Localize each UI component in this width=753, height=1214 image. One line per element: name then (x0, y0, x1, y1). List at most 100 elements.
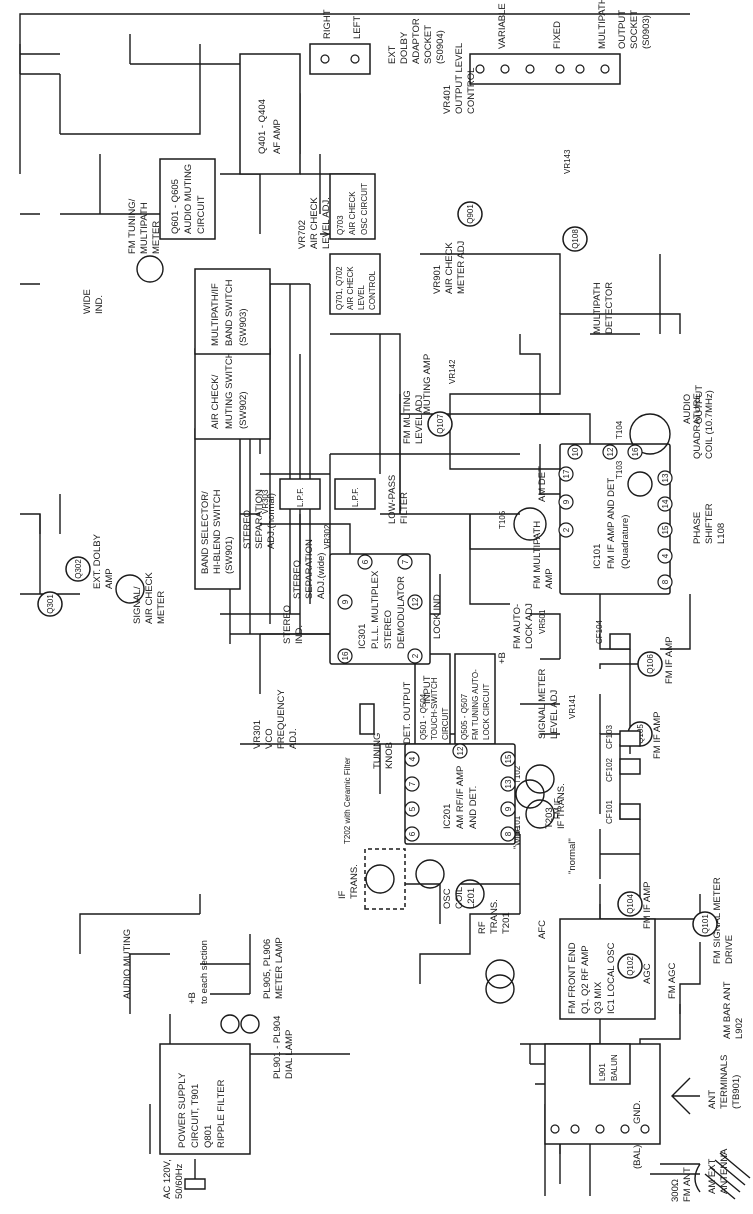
ac-input-1: 50/60Hz (174, 1163, 185, 1199)
tuning-knob-icon[interactable] (359, 703, 375, 735)
rf-trans-2: T201 (501, 912, 512, 934)
ic201-pin-4-label: 4 (408, 756, 417, 761)
fm-tuning-meter-2: METER (151, 221, 162, 254)
if-trans-t202-1: TRANS. (349, 864, 360, 899)
low-pass-filter-0: LOW-PASS (387, 475, 398, 524)
fm-front-end-1: Q1, Q2 RF AMP (580, 945, 591, 1014)
ic301-pin-12 (407, 594, 423, 610)
transistor-q901 (457, 201, 483, 227)
if-trans-t202-2: T202 with Ceramic Filter (343, 757, 352, 844)
q301-label: Q301 (46, 594, 55, 614)
ext-dolby-socket-0: EXT (387, 45, 398, 64)
fm-if-amp-label-3: FM IF AMP (664, 637, 675, 685)
cf104-label: CF104 (595, 619, 604, 644)
fm-front-end-3: IC1 LOCAL OSC (606, 942, 617, 1014)
touch-switch-0: Q501 - Q504 (419, 693, 428, 740)
ant-terminals-1: TERMINALS (719, 1055, 730, 1109)
vr141-label: VR141 (568, 694, 577, 719)
ext-dolby-amp-1: AMP (104, 568, 115, 589)
air-check-muting-0: AIR CHECK/ (210, 374, 221, 429)
sep-adj-normal-0: STEREO (242, 510, 253, 549)
vr303-label: VR303 (261, 489, 270, 514)
ic201-pin-7-label: 7 (408, 781, 417, 786)
antenna-area: L901 BALUN 300Ω FM ANT (BAL) GND. AM EXT… (485, 959, 751, 1202)
cf101-filter (619, 803, 641, 820)
air-check-level-3: CONTROL (368, 270, 377, 310)
tuning-knob-1: KNOB (384, 742, 395, 769)
signal-air-check-meter-icon (115, 574, 145, 604)
ext-dolby-socket-s0904 (309, 43, 371, 75)
t103-label: T103 (615, 460, 624, 479)
fm-front-end-block (559, 918, 656, 1020)
air-check-meter-adj-0: VR901 (432, 265, 443, 294)
fm-multipath-amp-1: AMP (544, 568, 555, 589)
t101-label: T101 (513, 815, 522, 834)
transformer-t101 (525, 799, 555, 829)
ic201-pin-5 (404, 801, 420, 817)
am-bar-ant-0: AM BAR ANT (722, 981, 733, 1039)
fm-if-amp-label-1: FM IF AMP (642, 882, 653, 930)
quadrature-coil-0: QUADRATURE (692, 393, 703, 459)
ic101-pin-17-label: 17 (562, 469, 571, 478)
af-amp-block (239, 53, 301, 175)
am-ext-antenna-1: ANTENNA (719, 1148, 730, 1194)
right-label: RIGHT (322, 9, 333, 39)
fm-muting-level-adj-1: LEVEL ADJ (414, 394, 425, 444)
ic101-pin-13-label: 13 (661, 473, 670, 482)
output-section: Q401 - Q404 AF AMP Q601 - Q605 AUDIO MUT… (159, 0, 652, 240)
if-trans-t203 (515, 779, 545, 809)
ic201-pin-9 (500, 801, 516, 817)
ic201-pin-4 (404, 751, 420, 767)
phase-shifter-0: PHASE (692, 512, 703, 544)
ic201-title-1: AM RF/IF AMP (455, 766, 466, 829)
audio-muting-block (159, 158, 216, 240)
fm-tuning-meter-0: FM TUNING/ (127, 198, 138, 254)
gnd-label: GND. (632, 1100, 643, 1124)
stereo-ind-0: STEREO (282, 605, 293, 644)
multipath-detector-0: MULTIPATH (592, 282, 603, 334)
power-supply-section: POWER SUPPLY CIRCUIT, T901 Q801 RIPPLE F… (122, 929, 295, 1199)
transformer-t104 (629, 413, 671, 455)
output-socket-1: SOCKET (629, 10, 640, 49)
output-level-1: OUTPUT LEVEL (454, 43, 465, 114)
ic201-pin-7 (404, 776, 420, 792)
ac-input-0: AC 120V, (162, 1159, 173, 1199)
fixed-output-label: FIXED (552, 21, 563, 49)
dial-lamp-1: DIAL LAMP (284, 1030, 295, 1079)
ic201-pin-6 (404, 826, 420, 842)
ic101-pin-16 (627, 444, 643, 460)
lpf-label-2: L.P.F. (296, 488, 305, 507)
ic101-pin-10 (567, 444, 583, 460)
ic201-pin-12 (452, 743, 468, 759)
multipath-if-band-2: (SW903) (238, 309, 249, 346)
t202-dashed-box (364, 848, 406, 910)
ic101-pin-4-label: 4 (661, 553, 670, 558)
wide-label: "wide" (512, 823, 523, 849)
low-pass-filter-1: FILTER (399, 492, 410, 524)
audio-output-1: OUTPUT (694, 385, 705, 424)
q302-label: Q302 (74, 559, 83, 579)
left-label: LEFT (352, 16, 363, 39)
sep-adj-wide-1: SEPARATION (304, 539, 315, 599)
input-label: INPUT (422, 675, 433, 704)
audio-muting-block-1: AUDIO MUTING (183, 164, 194, 234)
ic301-pin-12-label: 12 (411, 597, 420, 606)
ic101-pin-9-label: 9 (562, 499, 571, 504)
touch-switch-1: TOUCH-SWITCH (430, 677, 439, 740)
ic201-title-0: IC201 (442, 804, 453, 829)
fm-front-end: FM FRONT END Q1, Q2 RF AMP Q3 MIX IC1 LO… (537, 877, 735, 1020)
q104-label: Q104 (626, 894, 635, 914)
sep-adj-wide-2: ADJ.(wide) (316, 553, 327, 599)
ac-plug-icon (184, 1159, 206, 1190)
ic201-title-2: AND DET. (468, 786, 479, 829)
normal-label: "normal" (567, 838, 578, 874)
ic301-pin-7 (397, 554, 413, 570)
ic101-pin-15-label: 15 (661, 525, 670, 534)
vr143-label: VR143 (563, 149, 572, 174)
vco-adj-3: ADJ. (288, 728, 299, 749)
ext-dolby-socket-3: SOCKET (423, 25, 434, 64)
ic101-pin-17 (558, 466, 574, 482)
meter-lamp-0: PL905, PL906 (262, 939, 273, 999)
transistor-q301 (37, 591, 63, 617)
